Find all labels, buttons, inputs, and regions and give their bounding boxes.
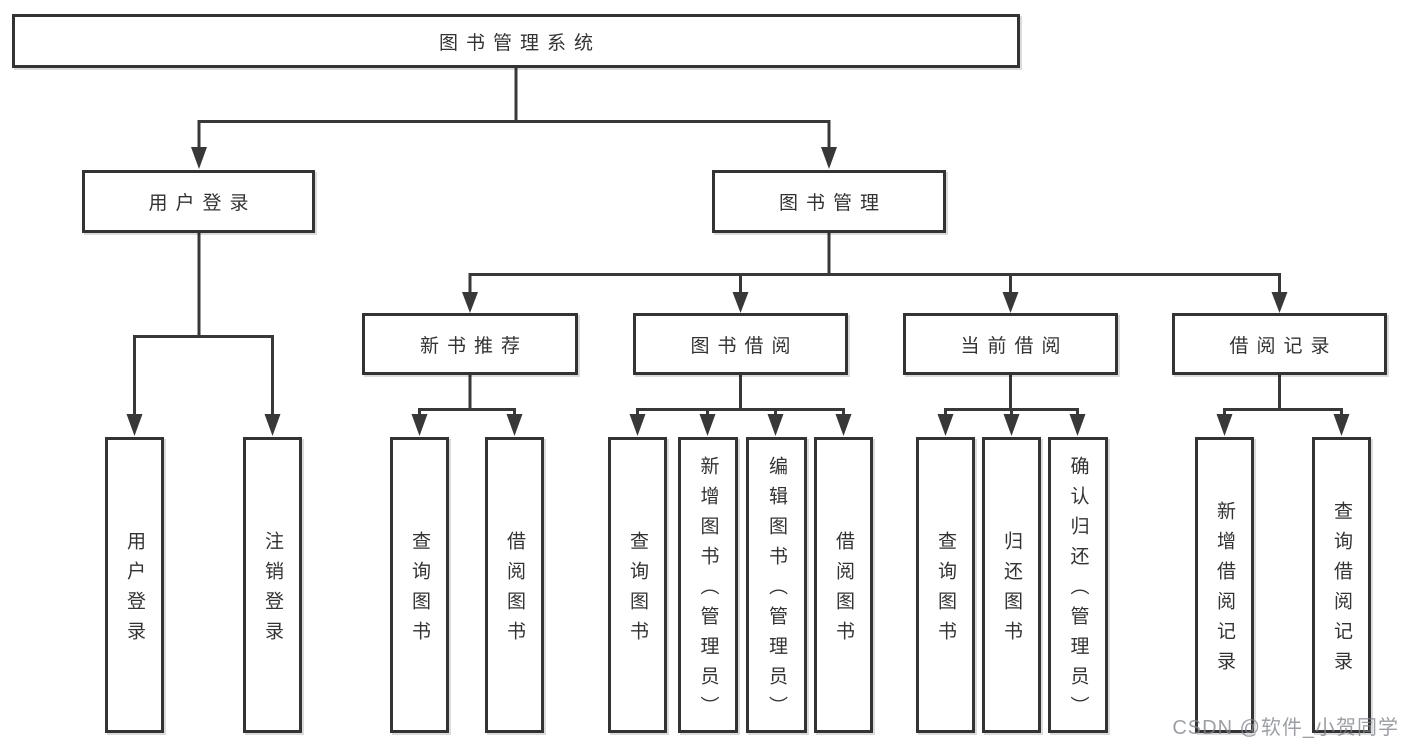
leaf-confirm-return-admin: 确认归还（管理员） — [1048, 437, 1108, 733]
leaf-query-books-current: 查询图书 — [916, 437, 975, 733]
node-label: 当前借阅 — [960, 335, 1069, 357]
leaf-return-books: 归还图书 — [982, 437, 1041, 733]
node-book-borrowing: 图书借阅 — [633, 313, 848, 375]
leaf-user-login: 用户登录 — [105, 437, 164, 733]
leaf-query-borrow-record: 查询借阅记录 — [1312, 437, 1371, 733]
leaf-query-books-borrowing: 查询图书 — [608, 437, 667, 733]
leaf-label: 查询图书 — [627, 530, 648, 651]
leaf-label: 归还图书 — [1001, 530, 1022, 651]
csdn-watermark: CSDN @软件_小贺同学 — [1172, 717, 1399, 739]
node-user-login: 用户登录 — [82, 170, 315, 233]
node-system-root: 图书管理系统 — [12, 14, 1020, 68]
leaf-label: 借阅图书 — [504, 530, 525, 651]
leaf-add-borrow-record: 新增借阅记录 — [1195, 437, 1254, 733]
leaf-label: 新增图书（管理员） — [697, 455, 719, 726]
node-book-management: 图书管理 — [712, 170, 946, 233]
node-label: 用户登录 — [148, 193, 257, 214]
leaf-query-books-recommend: 查询图书 — [390, 437, 449, 733]
leaf-label: 用户登录 — [124, 530, 145, 651]
leaf-label: 借阅图书 — [833, 530, 854, 651]
leaf-borrow-books-recommend: 借阅图书 — [485, 437, 544, 733]
leaf-label: 确认归还（管理员） — [1067, 455, 1089, 726]
node-current-borrowing: 当前借阅 — [903, 313, 1118, 375]
leaf-borrow-books-borrowing: 借阅图书 — [814, 437, 873, 733]
node-borrowing-records: 借阅记录 — [1172, 313, 1387, 375]
leaf-add-books-admin: 新增图书（管理员） — [678, 437, 738, 733]
leaf-edit-books-admin: 编辑图书（管理员） — [746, 437, 807, 733]
leaf-label: 查询图书 — [935, 530, 956, 651]
node-label: 图书借阅 — [690, 335, 799, 357]
node-label: 借阅记录 — [1229, 335, 1338, 357]
node-label: 图书管理 — [778, 193, 887, 214]
leaf-label: 查询图书 — [409, 530, 430, 651]
leaf-label: 新增借阅记录 — [1214, 500, 1235, 681]
leaf-label: 查询借阅记录 — [1331, 500, 1352, 681]
node-new-book-recommendation: 新书推荐 — [362, 313, 578, 375]
leaf-label: 注销登录 — [262, 530, 283, 651]
leaf-label: 编辑图书（管理员） — [766, 455, 787, 726]
node-label: 新书推荐 — [419, 335, 528, 357]
node-label: 图书管理系统 — [438, 32, 601, 54]
leaf-logout: 注销登录 — [243, 437, 302, 733]
